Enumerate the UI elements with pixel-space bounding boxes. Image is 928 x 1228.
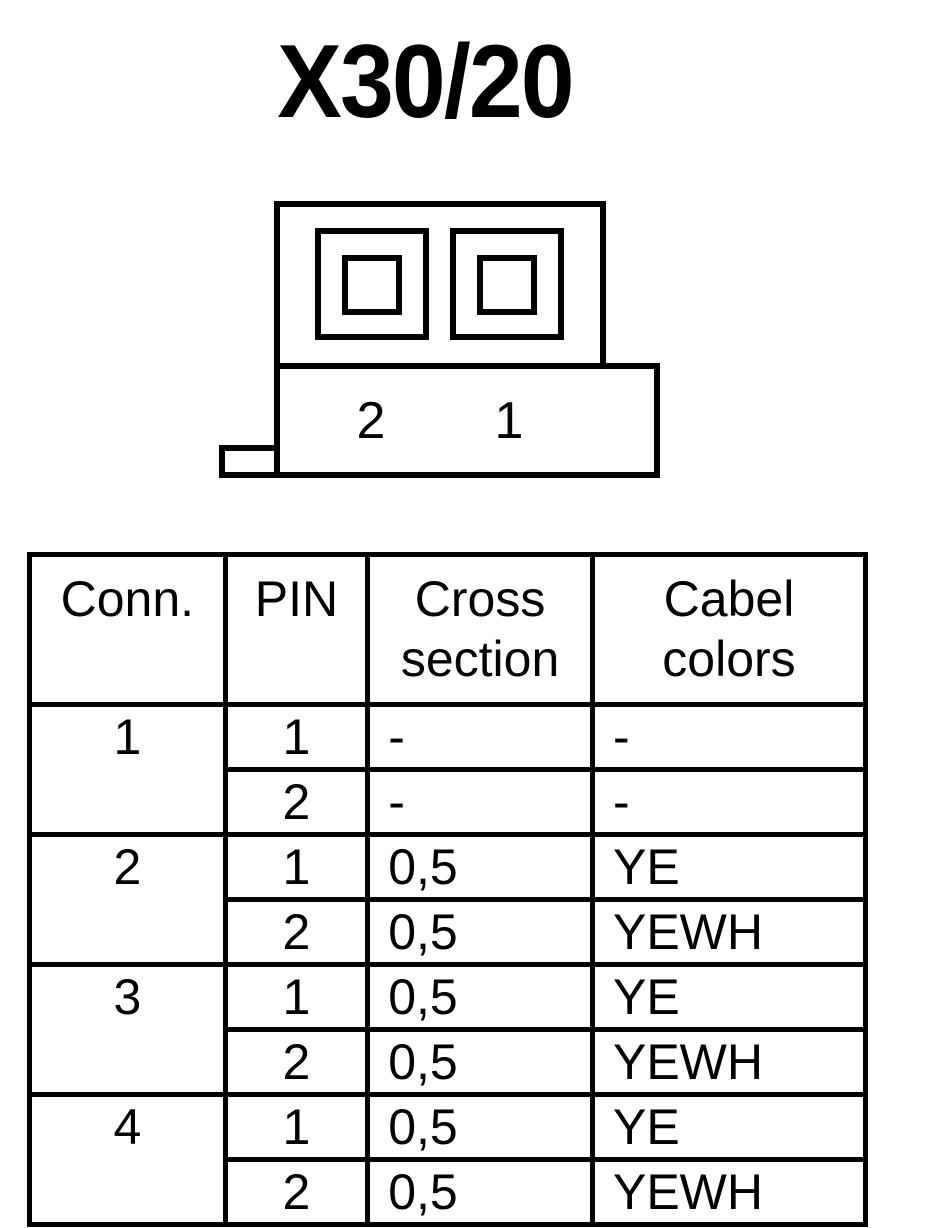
cross-section-cell: 0,5 bbox=[365, 897, 595, 967]
cross-section-cell: 0,5 bbox=[365, 962, 595, 1032]
cross-section-cell: 0,5 bbox=[365, 832, 595, 902]
connector-lower-body bbox=[274, 363, 660, 478]
pin-cell: 1 bbox=[222, 832, 371, 902]
connector-diagram: 2 1 bbox=[219, 201, 660, 478]
table-row: 2 - - bbox=[30, 767, 869, 837]
table-row: 2 0,5 YEWH bbox=[30, 1157, 869, 1227]
header-pin: PIN bbox=[222, 552, 371, 707]
cable-color-cell: - bbox=[589, 702, 869, 772]
header-conn: Conn. bbox=[27, 552, 228, 707]
header-conn-label: Conn. bbox=[60, 571, 195, 627]
cable-color-cell: YE bbox=[589, 832, 869, 902]
pin-cell: 2 bbox=[222, 1027, 371, 1097]
pin-cell: 1 bbox=[222, 702, 371, 772]
header-pin-label: PIN bbox=[254, 571, 339, 627]
cable-color-cell: YEWH bbox=[589, 1027, 869, 1097]
connector-latch-tab bbox=[219, 445, 277, 478]
connector-title: X30/20 bbox=[277, 24, 574, 140]
cross-section-cell: 0,5 bbox=[365, 1027, 595, 1097]
header-cross-line2: section bbox=[400, 631, 560, 687]
pin-cell: 2 bbox=[222, 767, 371, 837]
table-row: 2 1 0,5 YE bbox=[27, 832, 869, 967]
cross-section-cell: - bbox=[365, 767, 595, 837]
conn-cell: 1 bbox=[27, 702, 228, 837]
pin-label-1: 1 bbox=[495, 392, 524, 450]
cable-color-cell: - bbox=[589, 767, 869, 837]
connector-upper-housing bbox=[274, 201, 606, 366]
cross-section-cell: - bbox=[365, 702, 595, 772]
pin-cell: 1 bbox=[222, 962, 371, 1032]
pin-cavity-1-outer bbox=[450, 228, 564, 340]
cable-color-cell: YE bbox=[589, 1092, 869, 1162]
pin-cell: 2 bbox=[222, 897, 371, 967]
pin-label-2: 2 bbox=[357, 392, 386, 450]
cable-color-cell: YEWH bbox=[589, 1157, 869, 1227]
conn-cell: 3 bbox=[27, 962, 228, 1097]
pin-cavity-2-inner bbox=[342, 255, 402, 315]
table-row: 4 1 0,5 YE bbox=[27, 1092, 869, 1227]
table-row: 2 0,5 YEWH bbox=[30, 1027, 869, 1097]
cable-color-cell: YEWH bbox=[589, 897, 869, 967]
pin-cell: 2 bbox=[222, 1157, 371, 1227]
table-row: 3 1 0,5 YE bbox=[27, 962, 869, 1097]
table-row: 1 1 - - bbox=[27, 702, 869, 837]
cross-section-cell: 0,5 bbox=[365, 1092, 595, 1162]
header-color-line1: Cabel bbox=[663, 571, 795, 627]
pin-cell: 1 bbox=[222, 1092, 371, 1162]
conn-cell: 4 bbox=[27, 1092, 228, 1227]
header-color-line2: colors bbox=[662, 631, 796, 687]
cross-section-cell: 0,5 bbox=[365, 1157, 595, 1227]
cable-color-cell: YE bbox=[589, 962, 869, 1032]
header-cross-line1: Cross bbox=[414, 571, 546, 627]
conn-cell: 2 bbox=[27, 832, 228, 967]
pin-cavity-2-outer bbox=[315, 228, 429, 340]
pin-cavity-1-inner bbox=[477, 255, 537, 315]
table-row: 2 0,5 YEWH bbox=[30, 897, 869, 967]
